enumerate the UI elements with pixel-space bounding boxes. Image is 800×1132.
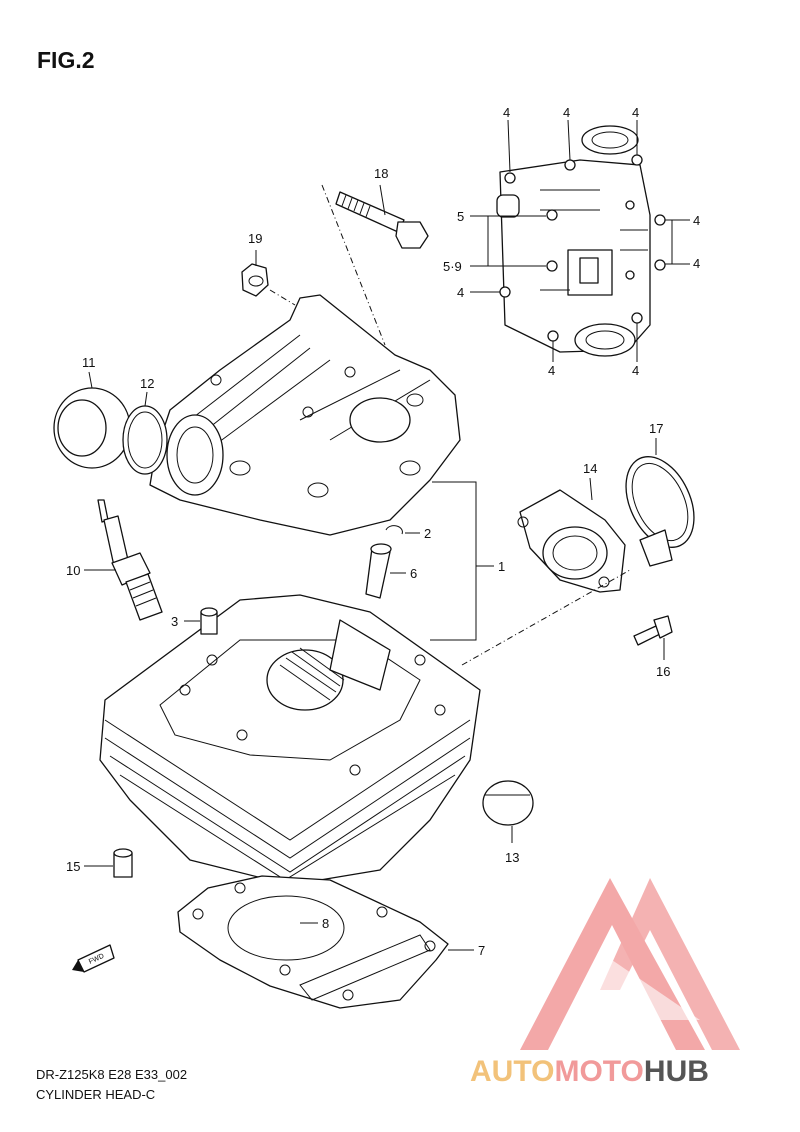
watermark-moto: MOTO bbox=[554, 1055, 643, 1088]
figure-caption: CYLINDER HEAD-C bbox=[36, 1087, 156, 1102]
figure-title: FIG.2 bbox=[37, 47, 95, 73]
valve-cover bbox=[496, 125, 666, 357]
callout-1: 1 bbox=[498, 559, 505, 574]
watermark-auto: AUTO bbox=[470, 1055, 554, 1088]
callout-10: 10 bbox=[66, 563, 80, 578]
callout-2: 2 bbox=[424, 526, 431, 541]
plug-13 bbox=[482, 780, 534, 826]
dowel-3 bbox=[200, 607, 218, 635]
callout-4: 4 bbox=[548, 363, 555, 378]
callout-4: 4 bbox=[632, 105, 639, 120]
callout-16: 16 bbox=[656, 664, 670, 679]
watermark-text: AUTOMOTOHUB bbox=[470, 1055, 709, 1088]
watermark-logo bbox=[520, 878, 740, 1050]
cylinder-head-upper bbox=[149, 294, 461, 536]
callout-4: 4 bbox=[693, 256, 700, 271]
callout-4: 4 bbox=[693, 213, 700, 228]
callout-4: 4 bbox=[632, 363, 639, 378]
model-code: DR-Z125K8 E28 E33_002 bbox=[36, 1067, 188, 1082]
dowel-14 bbox=[113, 848, 133, 878]
callout-4: 4 bbox=[503, 105, 510, 120]
bolt-16 bbox=[633, 615, 673, 646]
cap-11 bbox=[53, 387, 131, 469]
fwd-arrow-icon: FWD bbox=[72, 944, 115, 973]
callout-4: 4 bbox=[457, 285, 464, 300]
intake-pipe-15 bbox=[517, 489, 626, 593]
callout-13: 13 bbox=[505, 850, 519, 865]
callout-11: 11 bbox=[82, 355, 96, 370]
callout-7: 7 bbox=[478, 943, 485, 958]
callout-5: 5 bbox=[457, 209, 464, 224]
spark-plug-10 bbox=[97, 499, 163, 621]
callout-19: 19 bbox=[248, 231, 262, 246]
callout-5-9: 5·9 bbox=[443, 259, 462, 274]
watermark-hub: HUB bbox=[644, 1055, 709, 1088]
callout-4: 4 bbox=[563, 105, 570, 120]
callout-18: 18 bbox=[374, 166, 388, 181]
callout-17: 17 bbox=[649, 421, 663, 436]
callout-labels: 4 4 4 5 4 5·9 4 4 4 4 18 19 11 12 10 2 6… bbox=[66, 105, 700, 958]
callout-12: 12 bbox=[140, 376, 154, 391]
figure-footer: DR-Z125K8 E28 E33_002 CYLINDER HEAD-C bbox=[36, 1065, 187, 1105]
leader-lines bbox=[84, 119, 690, 951]
callout-15: 14 bbox=[583, 461, 597, 476]
callout-6: 6 bbox=[410, 566, 417, 581]
clamp-17 bbox=[625, 456, 695, 567]
bolt-18 bbox=[335, 191, 429, 249]
callout-3: 3 bbox=[171, 614, 178, 629]
callout-14: 15 bbox=[66, 859, 80, 874]
clip-2 bbox=[385, 525, 403, 535]
callout-8: 8 bbox=[322, 916, 329, 931]
gasket-7 bbox=[177, 875, 449, 1009]
cylinder-head-lower bbox=[99, 594, 481, 886]
o-ring-12 bbox=[122, 405, 168, 475]
nut-19 bbox=[241, 263, 269, 297]
valve-guide-6 bbox=[365, 543, 392, 599]
